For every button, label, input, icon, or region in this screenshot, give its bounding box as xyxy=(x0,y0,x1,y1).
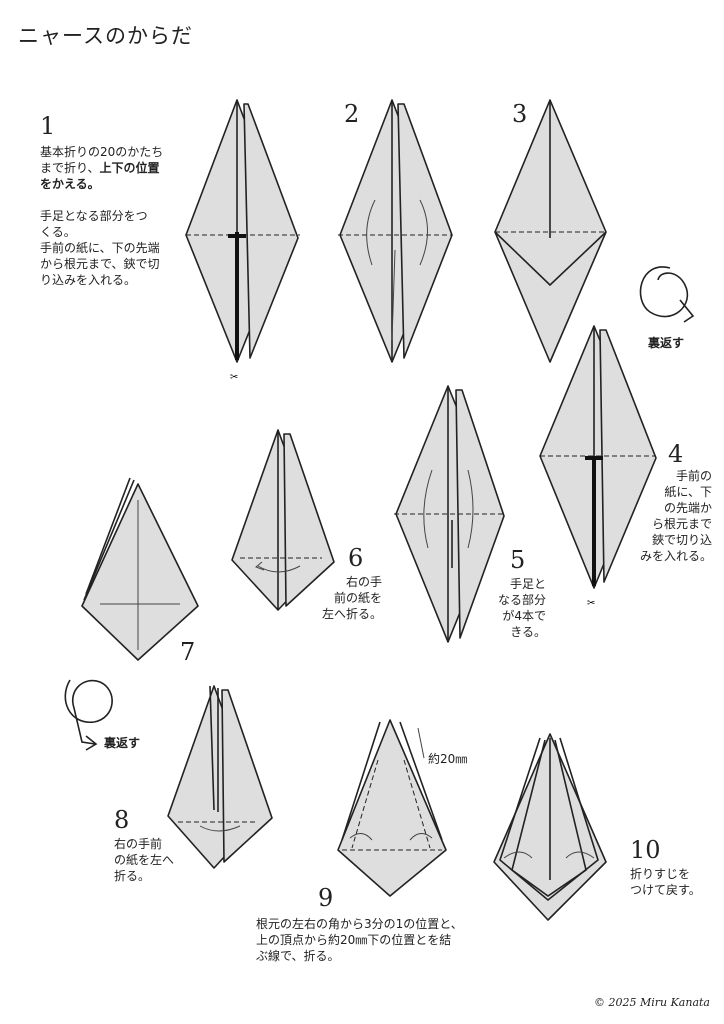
step-5-figure xyxy=(394,385,506,643)
turn-over-arrow-1 xyxy=(639,266,695,323)
turn-over-label-1: 裏返す xyxy=(648,336,685,350)
step-number-5: 5 xyxy=(510,546,526,574)
step-10-figure xyxy=(493,733,607,921)
step-4-text: 手前の 紙に、下 の先端か ら根元まで 鋏で切り込 みを入れる。 xyxy=(639,469,712,563)
scissors-icon: ✂ xyxy=(230,372,238,383)
step-10-text: 折りすじを つけて戻す。 xyxy=(630,867,701,897)
step-number-6: 6 xyxy=(348,544,364,572)
step-number-8: 8 xyxy=(114,806,130,834)
step-number-9: 9 xyxy=(318,884,334,912)
step-number-4: 4 xyxy=(668,440,684,468)
step-9-text: 根元の左右の角から3分の1の位置と、 上の頂点から約20㎜下の位置とを結 ぶ線で… xyxy=(256,917,463,963)
step-5-text: 手足と なる部分 が4本で きる。 xyxy=(497,577,546,639)
step-number-10: 10 xyxy=(630,836,661,864)
step-8-text: 右の手前 の紙を左へ 折る。 xyxy=(114,837,175,883)
copyright: © 2025 Miru Kanata xyxy=(593,996,710,1009)
scissors-icon-2: ✂ xyxy=(587,598,595,609)
turn-over-arrow-2 xyxy=(64,679,113,751)
step-number-2: 2 xyxy=(344,100,360,128)
step-number-1: 1 xyxy=(40,112,56,140)
step-7-figure xyxy=(81,477,199,661)
step-number-3: 3 xyxy=(512,100,528,128)
step-1-figure: ✂ xyxy=(185,99,300,383)
step-1-text: 基本折りの20のかたち まで折り、上下の位置 をかえる。 手足となる部分をつ く… xyxy=(40,145,164,287)
step-8-figure xyxy=(167,685,273,869)
step-4-figure: ✂ xyxy=(539,325,657,609)
step-3-figure xyxy=(494,99,607,363)
step-number-7: 7 xyxy=(180,638,196,666)
step-2-figure xyxy=(338,99,453,363)
measure-note: 約20㎜ xyxy=(428,752,468,766)
step-9-figure xyxy=(337,719,447,897)
step-6-text: 右の手 前の紙を 左へ折る。 xyxy=(321,575,382,621)
page-title: ニャースのからだ xyxy=(18,24,193,48)
step-6-figure xyxy=(231,429,335,611)
turn-over-label-2: 裏返す xyxy=(104,736,141,750)
